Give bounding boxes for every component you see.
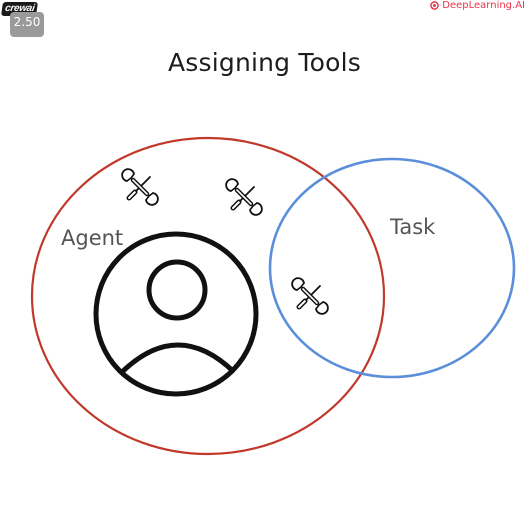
diagram-title: Assigning Tools [167,48,361,77]
deeplearning-ai-brand: DeepLearning.AI [430,0,525,11]
task-label: Task [389,215,436,239]
task-circle [268,157,516,379]
playback-speed-badge[interactable]: 2.50 [10,12,44,37]
wrench-screwdriver-icon [226,179,262,215]
brand-label: DeepLearning.AI [442,0,525,11]
agent-label: Agent [61,226,123,250]
user-profile-icon [93,231,259,397]
agent-circle [30,136,386,456]
deeplearning-logo-icon [430,1,440,10]
wrench-screwdriver-icon [292,278,328,314]
wrench-screwdriver-icon [122,169,158,205]
